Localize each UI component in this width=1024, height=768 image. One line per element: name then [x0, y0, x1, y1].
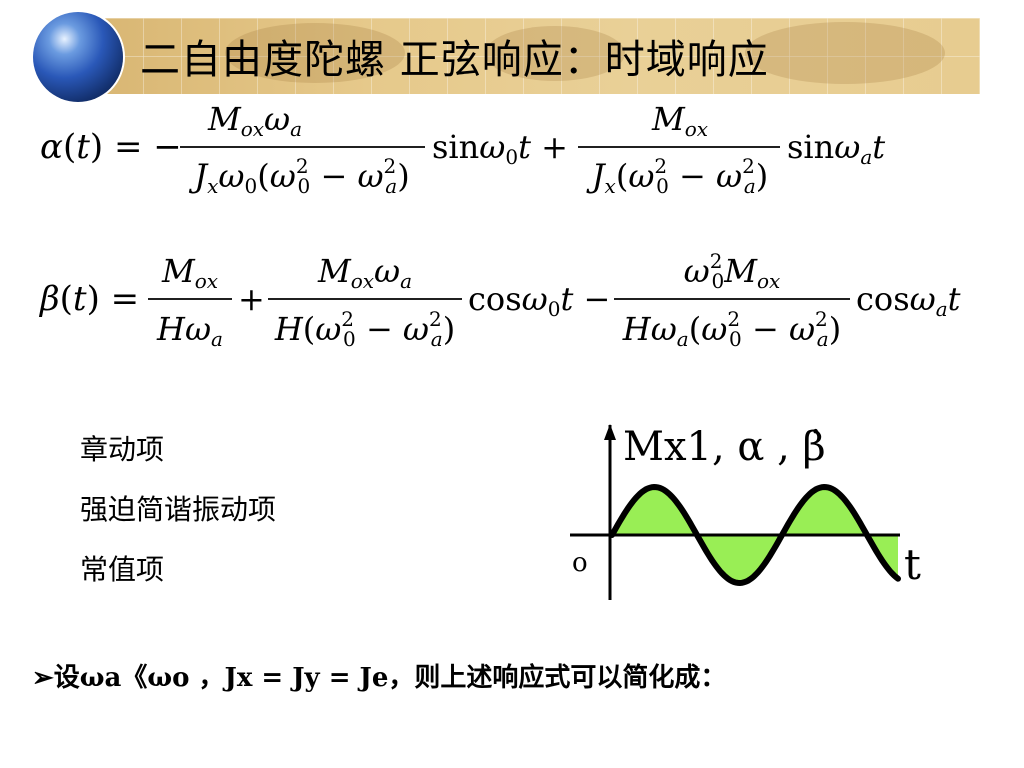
page-title: 二自由度陀螺 正弦响应：时域响应	[140, 37, 769, 83]
globe-icon	[33, 12, 123, 102]
alpha-end: sinωat	[787, 128, 885, 169]
beta-den1: Hωa	[156, 310, 223, 351]
wave-curve	[609, 483, 901, 587]
banner-map-shape	[225, 23, 405, 83]
banner-map-shape	[745, 22, 945, 84]
label-forced-vibration-term: 强迫简谐振动项	[80, 493, 277, 526]
beta-lhs: β(t) =	[38, 279, 139, 319]
alpha-num1: Moxωa	[207, 100, 302, 141]
banner-grid-pattern	[105, 18, 980, 94]
graph-time-label: t	[904, 540, 921, 589]
banner-map-shape	[485, 26, 625, 81]
beta-num1: Mox	[161, 252, 218, 293]
alpha-mid: sinω0t +	[432, 128, 568, 169]
title-banner	[105, 18, 980, 94]
arrow-bullet-icon: ➢	[32, 663, 54, 693]
graph-axis-label: Mx1, α , β̇	[623, 424, 826, 470]
beta-end: cosωat	[856, 280, 961, 321]
label-nutation-term: 章动项	[80, 433, 165, 466]
bottom-statement: ➢设ωa《ωo ，Jx = Jy = Je，则上述响应式可以简化成：	[32, 660, 726, 696]
beta-mid: cosω0t −	[468, 280, 610, 321]
vertical-axis-arrow	[604, 424, 616, 440]
beta-plus: +	[238, 280, 265, 318]
bottom-statement-text: 设ωa《ωo ，Jx = Jy = Je，则上述响应式可以简化成：	[53, 663, 727, 693]
alpha-lhs: α(t) = −	[40, 127, 182, 167]
graph-origin-label: o	[572, 548, 588, 578]
label-constant-term: 常值项	[80, 553, 165, 586]
wave-fill-area	[612, 487, 898, 583]
beta-num2: Moxωa	[317, 252, 412, 293]
alpha-num2: Mox	[651, 100, 708, 141]
